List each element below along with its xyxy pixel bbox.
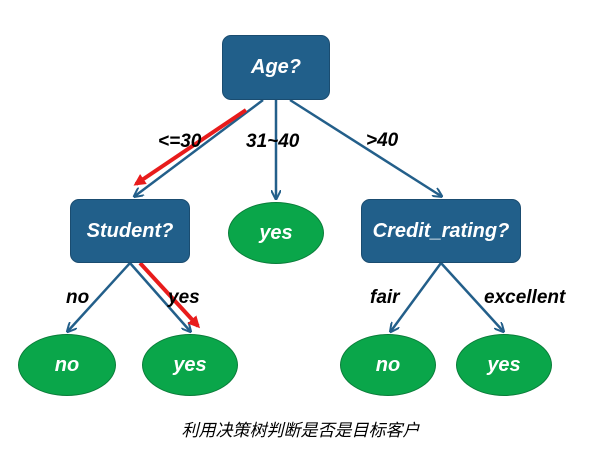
leaf-credit-yes: yes [456,334,552,396]
leaf-middle-yes: yes [228,202,324,264]
leaf-credit-no: no [340,334,436,396]
highlight-arrow-age-to-student [133,108,248,186]
node-student: Student? [70,199,190,263]
edge-age-gt40 [289,98,441,196]
node-credit-rating: Credit_rating? [361,199,521,263]
edge-label-student-yes: yes [168,287,200,308]
edge-credit-excellent [440,262,503,331]
leaf-student-no: no [18,334,116,396]
edge-student-no [68,262,131,331]
edge-label-fair: fair [370,287,400,308]
edge-label-le30: <=30 [158,131,202,152]
edge-age-le30 [135,99,264,196]
root-node-age: Age? [222,35,330,100]
leaf-student-yes: yes [142,334,238,396]
edge-label-gt40: >40 [366,130,399,151]
highlight-arrow-student-to-yes [138,261,201,329]
edge-credit-fair [391,262,443,331]
diagram-caption: 利用决策树判断是否是目标客户 [181,421,420,441]
edge-label-student-no: no [66,287,90,308]
edge-label-excellent: excellent [484,287,566,308]
edge-student-yes [129,262,190,331]
edge-label-31-40: 31~40 [246,131,300,152]
